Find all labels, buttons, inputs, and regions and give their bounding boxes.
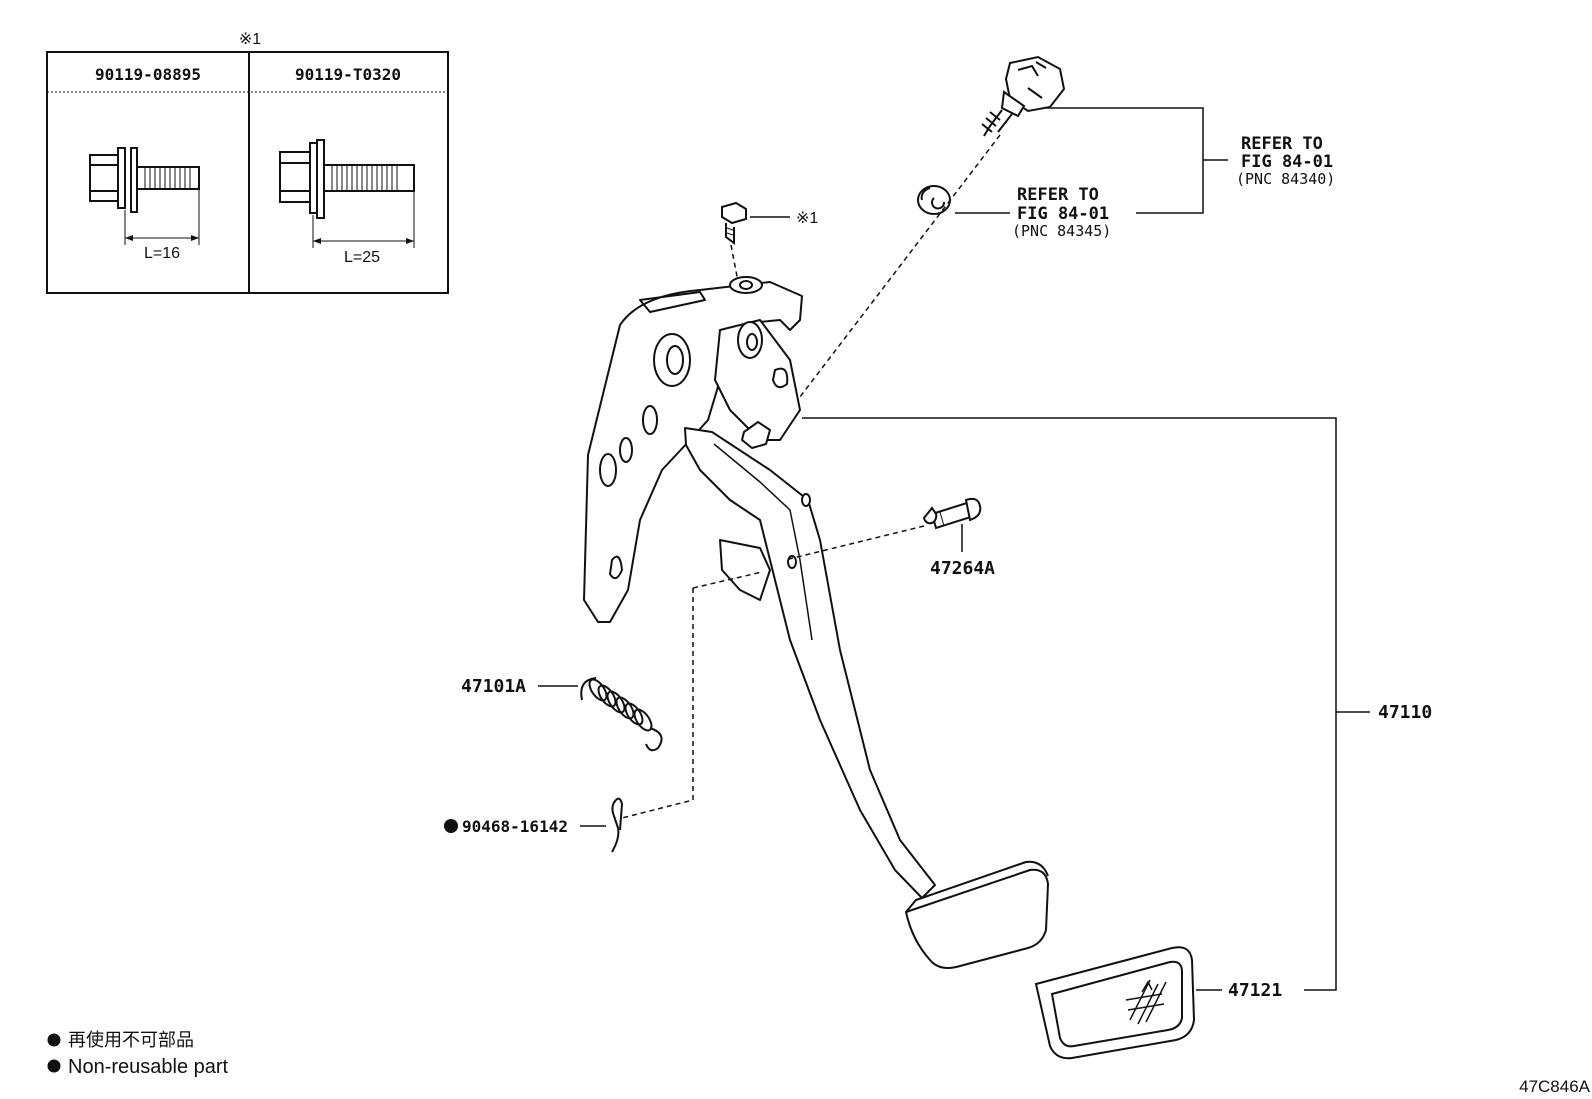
bolt-part-no-2: 90119-T0320 [295,65,401,84]
clip-part-label: 90468-16142 [462,817,568,836]
table-frame [46,51,449,294]
assembly-bracket-line [802,417,1337,991]
figure-code: 47C846A [1519,1077,1591,1096]
bolt-table: ※1 90119-08895 90119-T0320 L [46,31,449,294]
clip-install-line-upper [692,571,763,589]
bolt-illustration-2 [279,139,415,248]
clip-install-line [621,588,694,819]
switch-ref-line1: REFER TO [1241,134,1323,154]
assembly-part-label: 47110 [1378,702,1432,723]
spring-part-label: 47101A [461,676,526,697]
bolt-part-no-1: 90119-08895 [95,65,201,84]
retaining-clip [611,797,624,853]
brake-pedal-assembly [583,276,1049,969]
return-spring [580,677,663,752]
pad-part-label: 47121 [1228,980,1282,1001]
non-reusable-marker [444,819,458,833]
legend-text-en: Non-reusable part [68,1056,229,1078]
legend: 再使用不可部品 Non-reusable part [47,1030,229,1078]
table-note-mark: ※1 [239,31,261,48]
pedal-pad [1034,946,1196,1060]
legend-text-ja: 再使用不可部品 [68,1030,194,1050]
stopper-ref-line3: (PNC 84345) [1012,222,1111,240]
pedal-stopper [917,185,952,215]
bolt-illustration-1 [89,147,200,245]
bracket-bolt [721,201,747,245]
bolt-length-2: L=25 [344,249,380,266]
clevis-pin [922,497,982,530]
stopper-ref-line2: FIG 84-01 [1017,204,1109,224]
pin-install-line [784,525,925,561]
legend-bullet-en [47,1059,61,1073]
reference-leaders [955,107,1228,214]
legend-bullet-ja [47,1033,61,1047]
stop-lamp-switch [981,55,1066,137]
stopper-reference-text: REFER TO FIG 84-01 (PNC 84345) [1012,185,1111,240]
stopper-ref-line1: REFER TO [1017,185,1099,205]
switch-reference-text: REFER TO FIG 84-01 (PNC 84340) [1236,134,1335,188]
switch-install-line [789,134,1001,411]
switch-ref-line3: (PNC 84340) [1236,170,1335,188]
bolt-ref-mark: ※1 [796,210,818,227]
pin-part-label: 47264A [930,558,995,579]
switch-ref-line2: FIG 84-01 [1241,152,1333,172]
bolt-length-1: L=16 [144,245,180,262]
